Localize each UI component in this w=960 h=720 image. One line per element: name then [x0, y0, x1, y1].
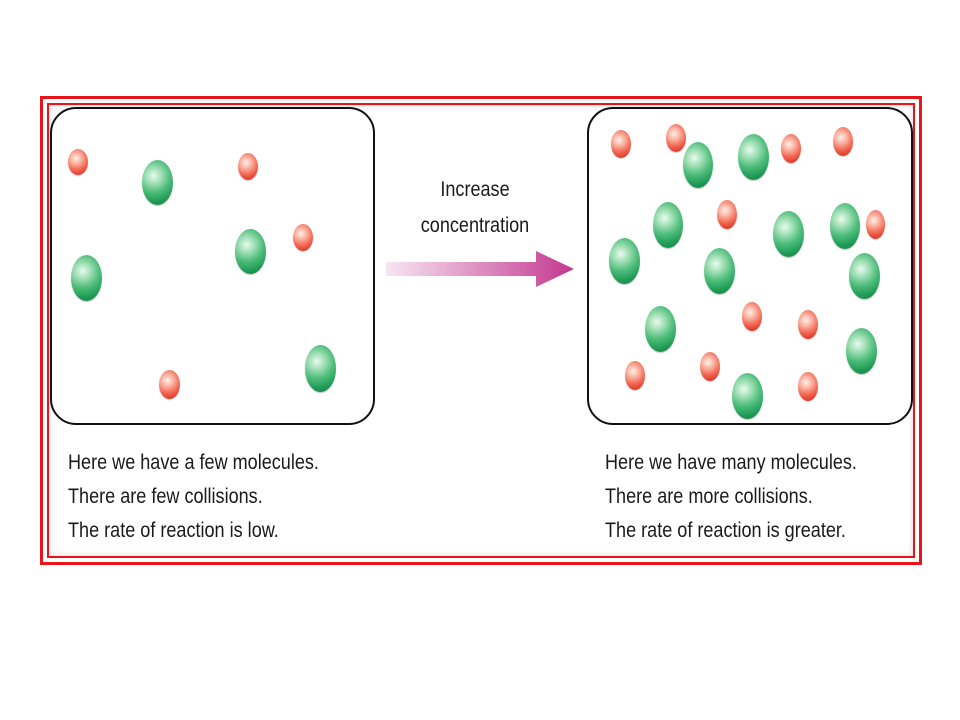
green-molecule — [732, 373, 763, 419]
green-molecule — [645, 306, 676, 352]
red-molecule — [833, 127, 853, 156]
red-molecule — [798, 372, 818, 401]
red-molecule — [781, 134, 801, 163]
red-molecule — [68, 149, 88, 175]
arrow-label-line1: Increase — [440, 178, 510, 201]
red-molecule — [666, 124, 686, 152]
low-concentration-caption: Here we have a few molecules. There are … — [68, 446, 319, 548]
caption-line: There are more collisions. — [605, 485, 813, 508]
red-molecule — [742, 302, 762, 331]
caption-line: There are few collisions. — [68, 485, 263, 508]
green-molecule — [71, 255, 102, 301]
red-molecule — [717, 200, 737, 229]
green-molecule — [738, 134, 769, 180]
green-molecule — [846, 328, 877, 374]
high-concentration-caption: Here we have many molecules. There are m… — [605, 446, 857, 548]
green-molecule — [305, 345, 336, 392]
red-molecule — [866, 210, 885, 239]
arrow-label-line2: concentration — [420, 214, 530, 237]
caption-line: Here we have a few molecules. — [68, 451, 319, 474]
red-molecule — [625, 361, 645, 390]
red-molecule — [700, 352, 720, 381]
green-molecule — [609, 238, 640, 284]
green-molecule — [142, 160, 173, 205]
caption-line: The rate of reaction is low. — [68, 519, 279, 542]
caption-line: The rate of reaction is greater. — [605, 519, 846, 542]
green-molecule — [653, 202, 683, 248]
red-molecule — [159, 370, 180, 399]
green-molecule — [830, 203, 860, 249]
green-molecule — [849, 253, 880, 299]
increase-arrow-icon — [386, 251, 574, 287]
red-molecule — [798, 310, 818, 339]
red-molecule — [238, 153, 258, 180]
green-molecule — [683, 142, 713, 188]
caption-line: Here we have many molecules. — [605, 451, 857, 474]
red-molecule — [611, 130, 631, 158]
red-molecule — [293, 224, 313, 251]
green-molecule — [773, 211, 804, 257]
green-molecule — [704, 248, 735, 294]
green-molecule — [235, 229, 266, 274]
arrow-label: Increase concentration — [400, 172, 550, 244]
